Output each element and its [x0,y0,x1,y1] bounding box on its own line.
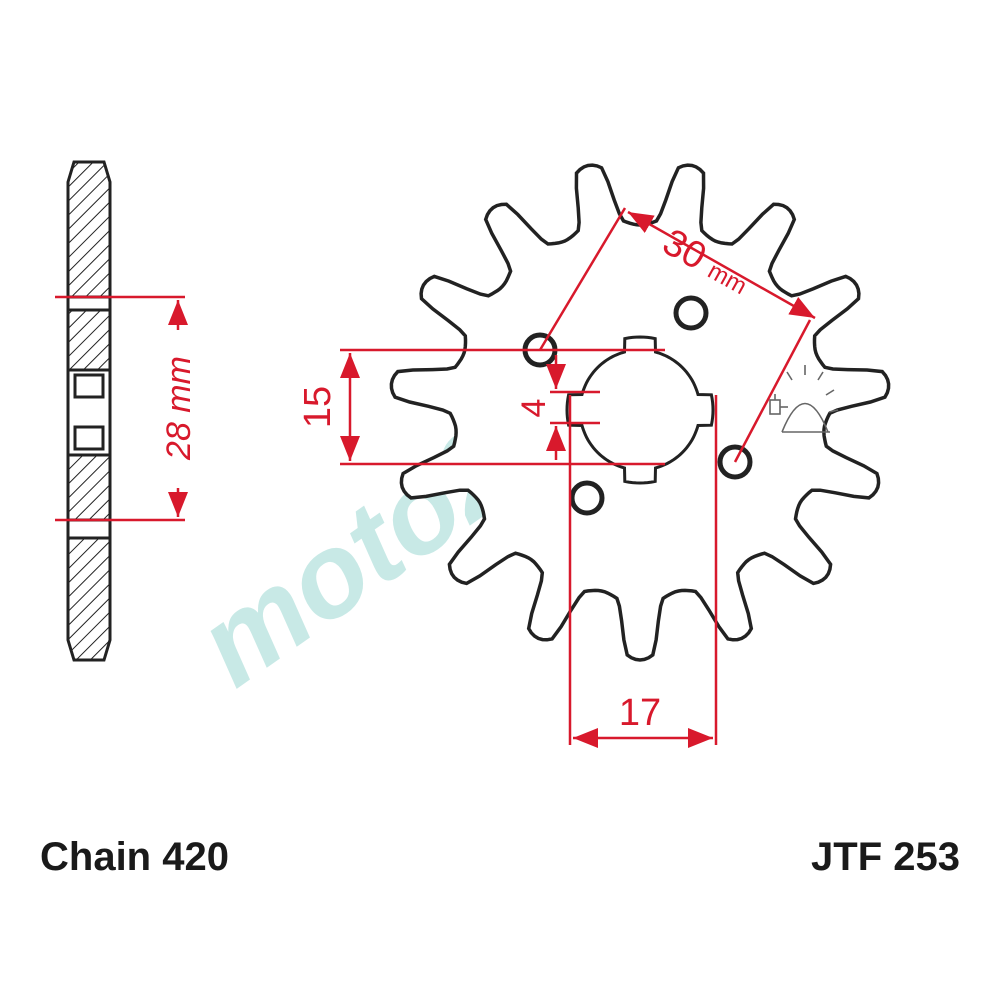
side-profile-spline-2 [73,425,105,451]
side-profile [66,160,112,662]
pitch-circle-dimension [538,207,816,463]
side-profile-top [66,160,112,299]
side-profile-spline-1 [73,373,105,399]
chain-label: Chain 420 [40,835,229,879]
spline-bore [565,335,715,485]
side-profile-lower-hub [66,453,112,522]
spline-width-label: 17 [619,692,661,734]
bolt-hole-2 [673,295,709,331]
spline-width-dimension [568,395,718,748]
rotation-symbol-icon [769,365,839,433]
spline-height-dimension [340,348,665,466]
bolt-hole-4 [569,480,605,516]
spline-height-label: 15 [297,386,339,428]
side-profile-upper-hub [66,308,112,372]
part-number-label: JTF 253 [811,835,960,879]
spline-key-dimension [546,355,600,460]
side-width-label: 28 mm [160,356,198,461]
side-width-dimension [55,295,188,522]
spline-key-label: 4 [515,399,553,418]
side-profile-bottom [66,536,112,662]
